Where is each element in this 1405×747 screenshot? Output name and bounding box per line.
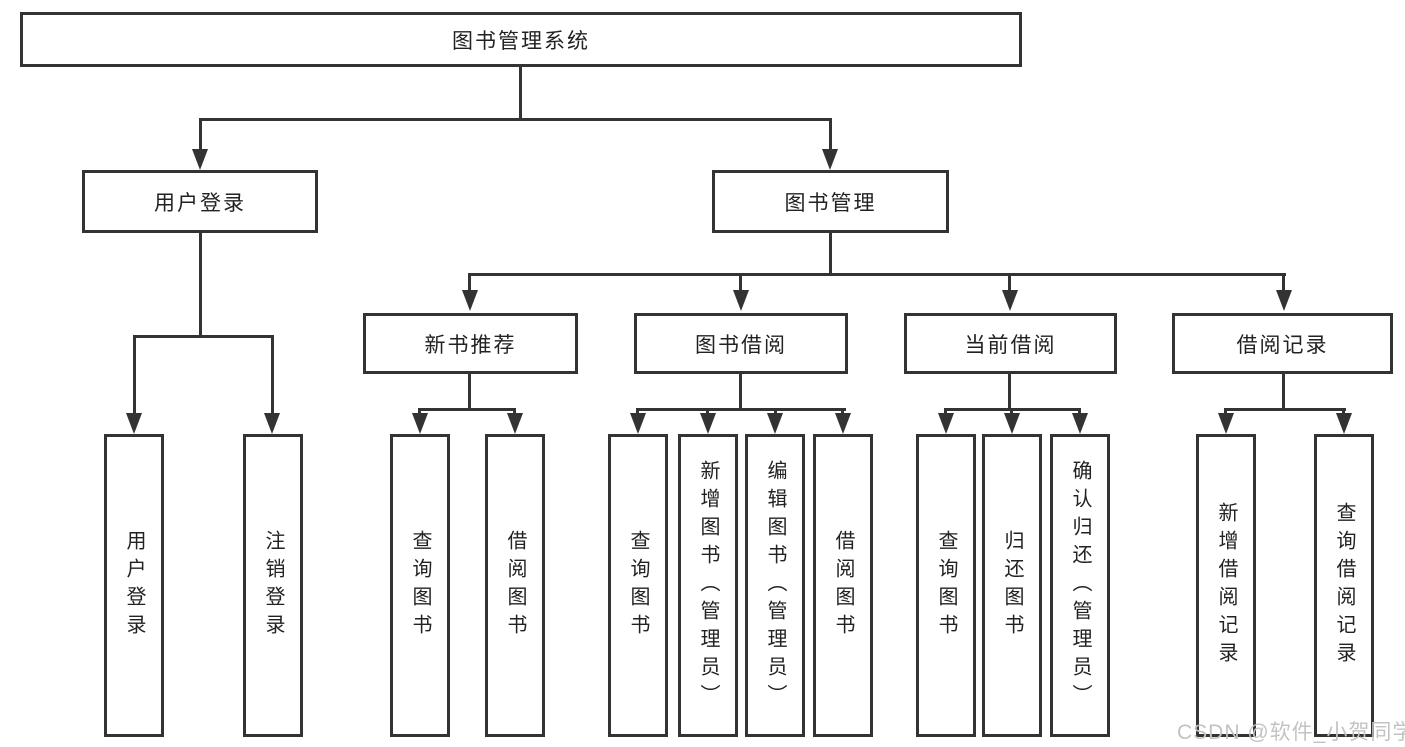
arrow-down-icon (835, 413, 851, 434)
leaf-query-books-current: 查询图书 (916, 434, 976, 737)
arrow-down-icon (938, 413, 954, 434)
leaf-label: 新增借阅记录 (1215, 501, 1237, 670)
node-current-borrow: 当前借阅 (904, 313, 1117, 374)
leaf-user-login: 用户登录 (104, 434, 164, 737)
node-label: 新书推荐 (424, 333, 517, 357)
connector-line (469, 273, 1286, 276)
connector-line (418, 408, 421, 416)
connector-line (1010, 408, 1013, 416)
connector-line (468, 273, 471, 291)
connector-line (945, 408, 1081, 411)
connector-line (841, 408, 844, 416)
leaf-edit-books-admin: 编辑图书（管理员） (745, 434, 805, 737)
connector-line (829, 233, 832, 273)
leaf-label: 查询图书 (935, 529, 957, 642)
node-borrow-records: 借阅记录 (1172, 313, 1393, 374)
leaf-query-books-recommend: 查询图书 (390, 434, 450, 737)
connector-line (271, 335, 274, 413)
leaf-query-books: 查询图书 (608, 434, 668, 737)
connector-line (513, 408, 516, 416)
arrow-down-icon (1072, 413, 1088, 434)
arrow-down-icon (733, 290, 749, 311)
connector-line (1008, 374, 1011, 408)
leaf-label: 借阅图书 (504, 529, 526, 642)
node-user-login: 用户登录 (82, 170, 318, 233)
connector-line (829, 118, 832, 150)
connector-line (1342, 408, 1345, 416)
leaf-label: 查询图书 (409, 529, 431, 642)
arrow-down-icon (822, 149, 838, 170)
leaf-logout: 注销登录 (243, 434, 303, 737)
leaf-confirm-return-admin: 确认归还（管理员） (1050, 434, 1110, 737)
arrow-down-icon (1336, 413, 1352, 434)
arrow-down-icon (1002, 290, 1018, 311)
csdn-watermark: CSDN @软件_小贺同学 (1177, 721, 1405, 744)
connector-line (636, 408, 639, 416)
leaf-label: 用户登录 (123, 529, 145, 642)
node-label: 图书借阅 (695, 333, 787, 357)
leaf-label: 查询借阅记录 (1333, 501, 1355, 670)
arrow-down-icon (1276, 290, 1292, 311)
arrow-down-icon (1218, 413, 1234, 434)
leaf-borrow-books-recommend: 借阅图书 (485, 434, 545, 737)
connector-line (199, 118, 832, 121)
arrow-down-icon (630, 413, 646, 434)
connector-line (739, 374, 742, 408)
connector-line (199, 233, 202, 335)
arrow-down-icon (507, 413, 523, 434)
connector-line (706, 408, 709, 416)
leaf-return-books: 归还图书 (982, 434, 1042, 737)
node-label: 图书管理 (784, 191, 877, 215)
leaf-label: 借阅图书 (832, 529, 854, 642)
arrow-down-icon (412, 413, 428, 434)
arrow-down-icon (700, 413, 716, 434)
connector-line (944, 408, 947, 416)
node-label: 图书管理系统 (452, 29, 590, 53)
connector-line (1282, 374, 1285, 408)
leaf-label: 新增图书（管理员） (697, 459, 719, 712)
connector-line (774, 408, 777, 416)
leaf-borrow-books: 借阅图书 (813, 434, 873, 737)
arrow-down-icon (264, 413, 280, 434)
node-book-borrow: 图书借阅 (634, 313, 848, 374)
leaf-add-borrow-record: 新增借阅记录 (1196, 434, 1256, 737)
connector-line (739, 273, 742, 291)
arrow-down-icon (462, 290, 478, 311)
connector-line (638, 408, 846, 411)
leaf-query-borrow-record: 查询借阅记录 (1314, 434, 1374, 737)
arrow-down-icon (126, 413, 142, 434)
leaf-label: 注销登录 (262, 529, 284, 642)
connector-line (133, 335, 274, 338)
node-label: 当前借阅 (964, 333, 1057, 357)
connector-line (468, 374, 471, 408)
arrow-down-icon (1004, 413, 1020, 434)
leaf-label: 归还图书 (1001, 529, 1023, 642)
node-book-management: 图书管理 (712, 170, 949, 233)
node-label: 借阅记录 (1236, 333, 1329, 357)
node-library-management-system: 图书管理系统 (20, 12, 1022, 67)
leaf-label: 确认归还（管理员） (1069, 459, 1091, 712)
connector-line (1224, 408, 1227, 416)
leaf-add-books-admin: 新增图书（管理员） (678, 434, 738, 737)
connector-line (1282, 273, 1285, 291)
connector-line (1078, 408, 1081, 416)
connector-line (133, 335, 136, 413)
arrow-down-icon (767, 413, 783, 434)
node-new-book-recommend: 新书推荐 (363, 313, 578, 374)
connector-line (519, 67, 522, 118)
leaf-label: 查询图书 (627, 529, 649, 642)
connector-line (419, 408, 516, 411)
node-label: 用户登录 (154, 191, 246, 215)
arrow-down-icon (192, 149, 208, 170)
connector-line (1225, 408, 1346, 411)
connector-line (1008, 273, 1011, 291)
leaf-label: 编辑图书（管理员） (764, 459, 786, 712)
connector-line (199, 118, 202, 150)
